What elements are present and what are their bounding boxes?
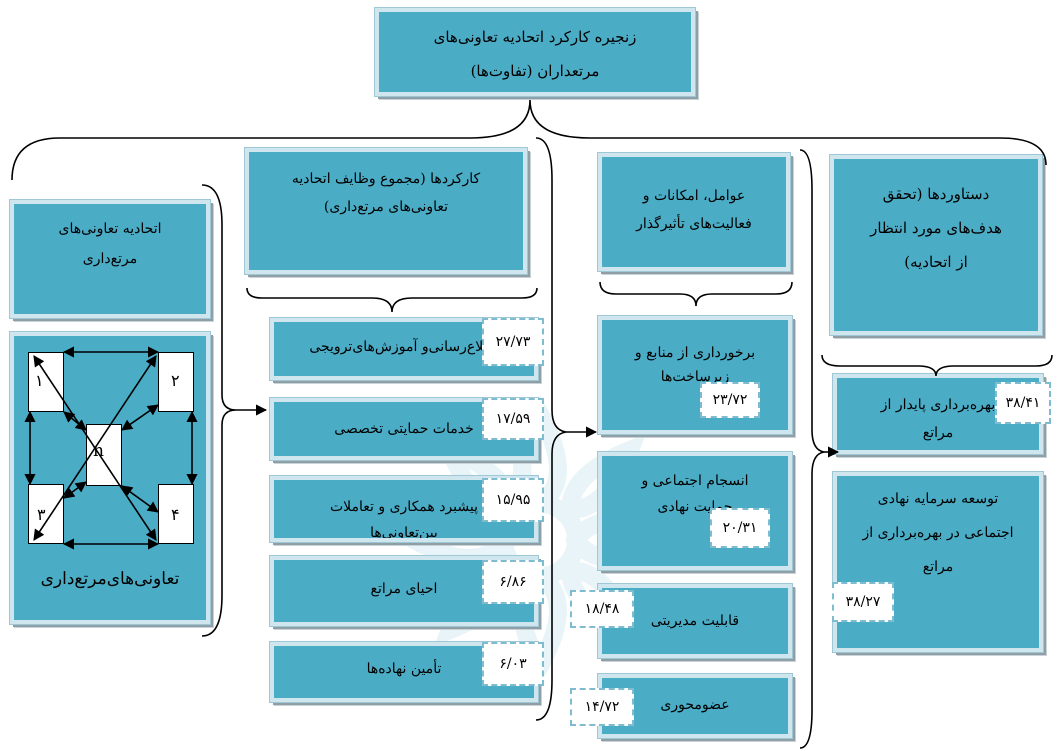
title-box: زنجیره کارکرد اتحادیه تعاونی‌های مرتعدار… [374, 7, 696, 97]
function-value-1: ۲۷/۷۳ [482, 318, 544, 366]
function-label-3-line-2: بین‌تعاونی‌ها [370, 525, 438, 541]
factor-label-1-line-2: زیرساخت‌ها [660, 369, 730, 385]
function-label-2: خدمات حمایتی تخصصی [334, 421, 474, 437]
factor-label-3: قابلیت مدیریتی [650, 613, 740, 629]
outcomes-header-brace [821, 354, 1053, 377]
union-header-line-1: اتحادیه تعاونی‌های [58, 221, 162, 237]
function-value-3: ۱۵/۹۵ [482, 478, 544, 522]
function-label-3: پیشبرد همکاری و تعاملات [329, 499, 479, 515]
outcome-label-2-line-2: اجتماعی در بهره‌برداری از [862, 525, 1014, 541]
outcome-value-1: ۳۸/۴۱ [995, 382, 1051, 424]
factor-value-1: ۲۳/۷۲ [700, 382, 760, 418]
factor-value-2: ۲۰/۳۱ [710, 508, 770, 548]
net-n-1 [63, 411, 87, 431]
outcome-label-2-line-3: مراتع [922, 559, 954, 575]
title-line-2: مرتعداران (تفاوت‌ها) [470, 62, 600, 80]
factors-header-brace [599, 281, 793, 307]
outcomes-header-line-2: هدف‌های مورد انتظار [870, 219, 1002, 237]
union-caption: تعاونی‌های‌مرتع‌داری [40, 569, 180, 589]
factor-value-3: ۱۸/۴۸ [570, 590, 634, 628]
square-label-2: ۲ [171, 371, 180, 390]
outcomes-header-box: دستاوردها (تحقق هدف‌های مورد انتظار از ا… [829, 154, 1043, 336]
outcomes-header-line-3: از اتحادیه) [904, 253, 968, 271]
factor-label-1: برخورداری از منابع و [634, 345, 756, 361]
net-3-2 [33, 355, 157, 541]
function-label-5: تأمین نهاده‌ها [366, 661, 442, 677]
function-label-4: احیای مراتع [370, 581, 438, 597]
cooperative-square-2: ۲ [158, 352, 194, 412]
function-value-2: ۱۷/۵۹ [482, 398, 544, 440]
functions-header-line-1: کارکردها (مجموع وظایف اتحادیه [291, 171, 481, 187]
factor-label-2: انسجام اجتماعی و [641, 473, 749, 489]
functions-brace [535, 137, 567, 721]
outcome-label-2: توسعه سرمایه نهادی [877, 491, 999, 507]
factors-header-line-2: فعالیت‌های تأثیرگذار [636, 216, 752, 232]
union-header-line-2: مرتع‌داری [82, 251, 138, 267]
cooperative-square-4: ۴ [158, 484, 194, 544]
outcome-item-2: توسعه سرمایه نهادی اجتماعی در بهره‌بردار… [832, 471, 1044, 653]
outcome-label-1-line-2: مراتع [922, 425, 954, 441]
union-header-box: اتحادیه تعاونی‌های مرتع‌داری [9, 199, 211, 319]
net-n-3 [63, 481, 87, 499]
net-n-2 [121, 404, 159, 431]
union-brace [201, 184, 237, 637]
net-n-4 [121, 485, 159, 513]
factors-brace [799, 149, 825, 749]
outcome-value-2: ۳۸/۲۷ [832, 582, 894, 622]
factor-label-4: عضومحوری [660, 697, 730, 713]
functions-header-line-2: تعاونی‌های مرتع‌داری) [323, 199, 449, 215]
function-value-5: ۶/۰۳ [482, 642, 544, 686]
function-value-4: ۶/۸۶ [482, 560, 544, 604]
factors-header-line-1: عوامل، امکانات و [642, 188, 746, 204]
square-label-4: ۴ [171, 505, 180, 524]
title-line-1: زنجیره کارکرد اتحادیه تعاونی‌های [433, 28, 637, 46]
function-label-1: اطلاع‌رسانی‌و آموزش‌های‌ترویجی [309, 339, 499, 355]
functions-header-brace [246, 287, 538, 313]
functions-header-box: کارکردها (مجموع وظایف اتحادیه تعاونی‌های… [244, 147, 528, 275]
factor-value-4: ۱۴/۷۲ [570, 688, 634, 726]
outcome-label-1: بهره‌برداری پایدار از [880, 397, 996, 413]
top-brace [11, 99, 1047, 181]
factors-header-box: عوامل، امکانات و فعالیت‌های تأثیرگذار [597, 152, 791, 272]
outcomes-header-line-1: دستاوردها (تحقق [882, 185, 990, 203]
